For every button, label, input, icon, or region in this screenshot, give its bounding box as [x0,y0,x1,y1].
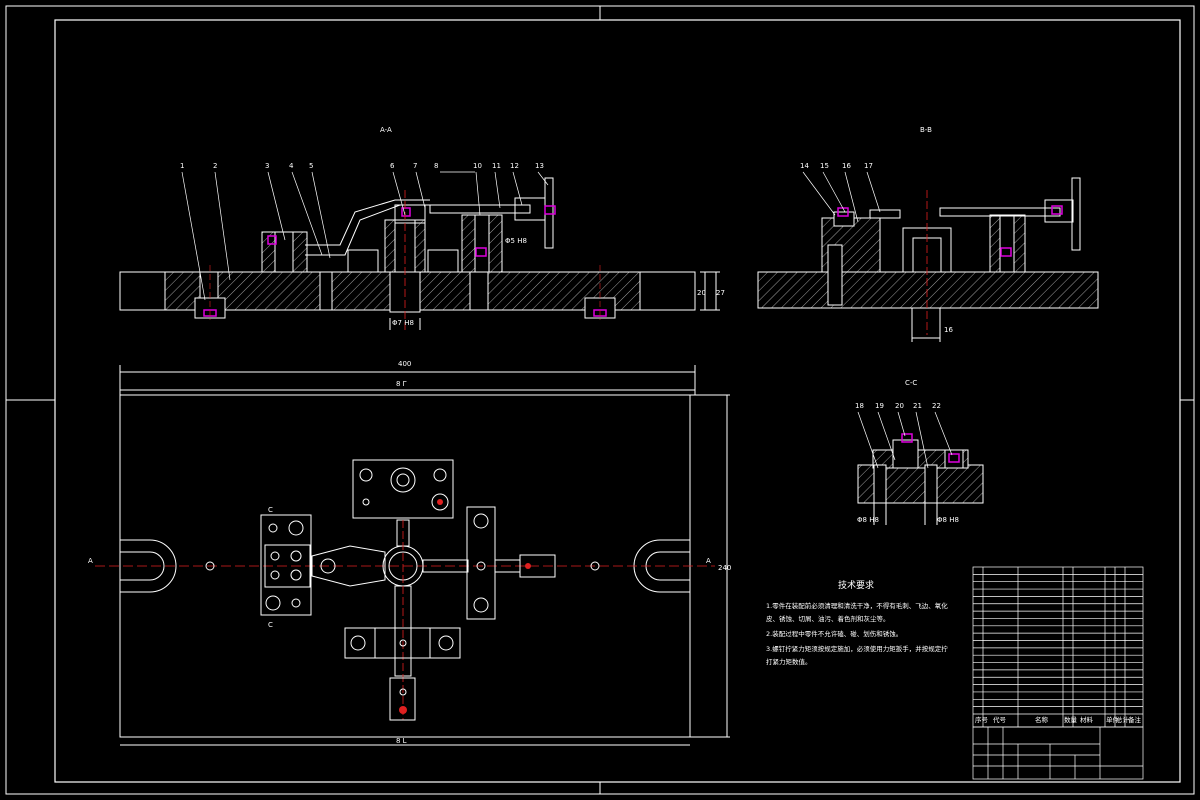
section-aa-title: A-A [380,126,392,134]
dim-width-plan: 240 [718,564,731,572]
header-cell: 备注 [1128,715,1142,724]
balloon-label: 19 [875,402,884,410]
outer-border [5,5,1195,795]
section-mark-right: A [706,557,711,565]
balloon-label: 20 [895,402,904,410]
balloon-label: 11 [492,162,501,170]
header-cell: 材料 [1080,715,1094,724]
balloons-bb: 14 15 16 17 [800,162,881,223]
section-cc-title: C-C [905,379,917,387]
balloon-label: 16 [842,162,851,170]
balloon-label: 7 [413,162,417,170]
c-mark-top: C [268,506,273,514]
section-cc-view: C-C Φ8 H8 Φ8 H8 18 19 20 21 22 [855,379,984,525]
header-cell: 单件 [1106,715,1120,724]
notes-line: 打紧力矩数值。 [766,657,812,666]
header-cell: 数量 [1064,715,1078,724]
balloon-label: 5 [309,162,313,170]
dim-dia-bottom: Φ7 H8 [392,319,414,327]
c-mark-bottom: C [268,621,273,629]
parts-list-header: 序号 代号 名称 数量 材料 单件 总计 备注 [975,715,1142,724]
balloons-cc: 18 19 20 21 22 [855,402,953,469]
balloon-label: 10 [473,162,482,170]
plan-view: 400 8 Γ 240 8 L A A C C [88,360,731,746]
technical-notes: 技术要求 1.零件在装配前必须清理和清洗干净，不得有毛刺、飞边、氧化 皮、锈蚀、… [766,579,948,666]
section-bb-view: B-B 16 14 15 16 17 [757,126,1099,342]
header-cell: 名称 [1035,715,1049,724]
header-cell: 代号 [993,715,1007,724]
balloon-label: 15 [820,162,829,170]
dim-cc-right: Φ8 H8 [937,516,959,524]
balloon-label: 18 [855,402,864,410]
notes-heading: 技术要求 [838,579,874,591]
dim-bottom-length: 8 L [396,737,407,745]
balloon-label: 21 [913,402,922,410]
header-cell: 总计 [1116,715,1130,724]
balloon-label: 1 [180,162,184,170]
section-aa-view: A-A [119,126,725,330]
balloon-label: 8 [434,162,438,170]
parts-list [972,566,1144,728]
balloon-label: 12 [510,162,519,170]
section-bb-title: B-B [920,126,932,134]
title-block [972,726,1144,780]
balloon-label: 2 [213,162,217,170]
bb-base-plate [757,271,1099,309]
dim-inner-length: 8 Γ [396,380,407,388]
balloon-label: 3 [265,162,269,170]
notes-line: 3.螺钉拧紧力矩须按规定施加，必须使用力矩扳手，并按规定拧 [766,644,948,653]
balloons-aa: 1 2 3 4 5 6 7 8 10 11 12 13 [180,162,549,301]
dim-width-bb: 16 [944,326,953,334]
notes-line: 2.装配过程中零件不允许磕、碰、划伤和锈蚀。 [766,629,902,638]
balloon-label: 6 [390,162,395,170]
notes-line: 皮、锈蚀、切屑、油污、着色剂和灰尘等。 [766,614,890,623]
balloon-label: 13 [535,162,544,170]
notes-line: 1.零件在装配前必须清理和清洗干净，不得有毛刺、飞边、氧化 [766,601,948,610]
dim-height-right2: 27 [716,289,725,297]
balloon-label: 17 [864,162,873,170]
dim-height-right: 20 [697,289,706,297]
dim-dia-aa: Φ5 H8 [505,237,527,245]
dim-overall-length: 400 [398,360,411,368]
balloon-label: 4 [289,162,294,170]
dim-cc-left: Φ8 H8 [857,516,879,524]
section-mark-left: A [88,557,93,565]
balloon-label: 22 [932,402,941,410]
header-cell: 序号 [975,715,989,724]
balloon-label: 14 [800,162,809,170]
inner-border [54,19,1181,783]
